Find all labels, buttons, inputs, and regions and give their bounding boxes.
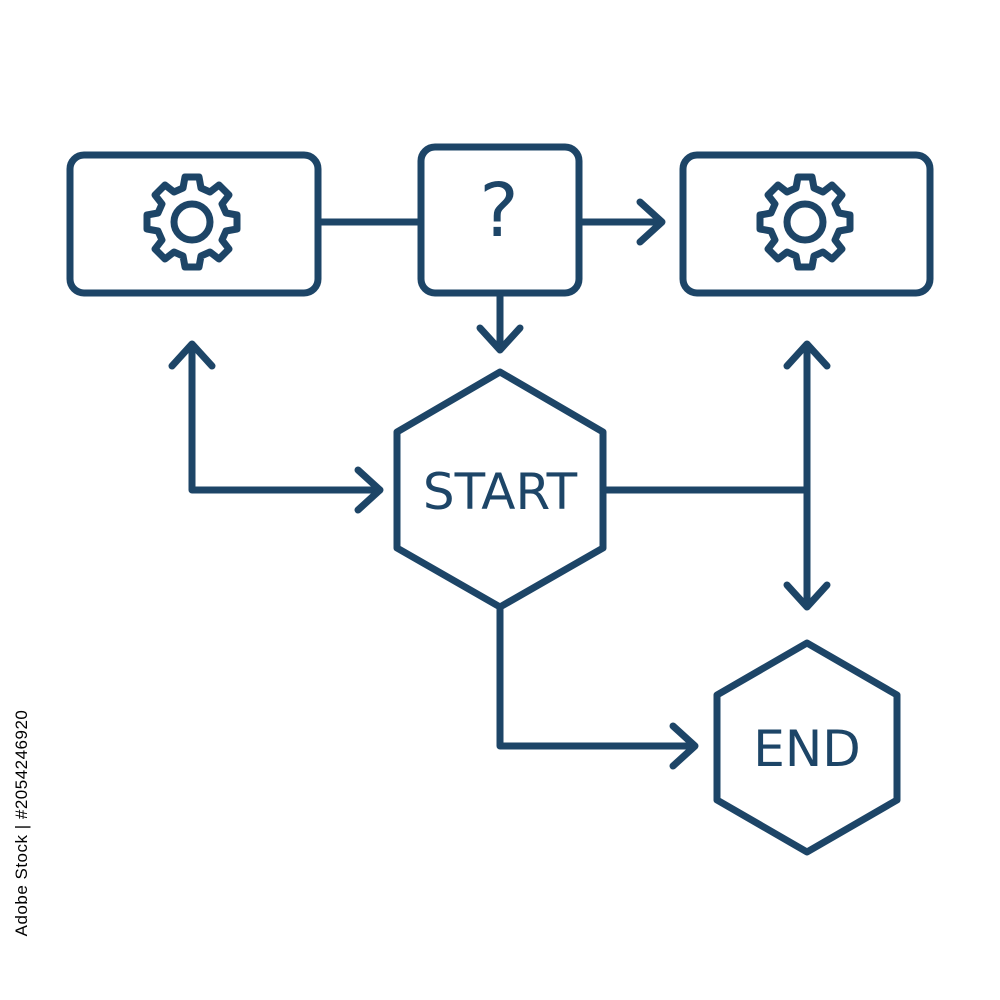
end-node: END [713,639,901,856]
question-mark-icon: ? [479,168,518,254]
start-label: START [423,463,578,521]
connector-start-right-end [599,340,831,611]
connector-start-to-end [496,603,699,770]
gear-icon [756,173,854,271]
stock-id-text: Adobe Stock | #2054246920 [12,709,31,937]
arrowhead [669,722,699,770]
arrowhead [476,324,524,354]
arrowhead [168,340,216,370]
connector-decision-to-start [476,289,524,354]
arrowhead [354,466,384,514]
process-box-left [66,151,322,297]
start-node: START [393,368,607,611]
decision-box: ? [417,143,583,297]
arrowhead [783,340,831,370]
arrowhead [783,581,831,611]
stock-id-watermark: Adobe Stock | #2054246920 [2,710,42,937]
end-label: END [753,720,861,778]
gear-icon [143,173,241,271]
connector-decision-to-right [575,198,666,246]
connector-left-start-bidirectional [168,340,384,514]
arrowhead [636,198,666,246]
process-box-right [679,151,934,297]
